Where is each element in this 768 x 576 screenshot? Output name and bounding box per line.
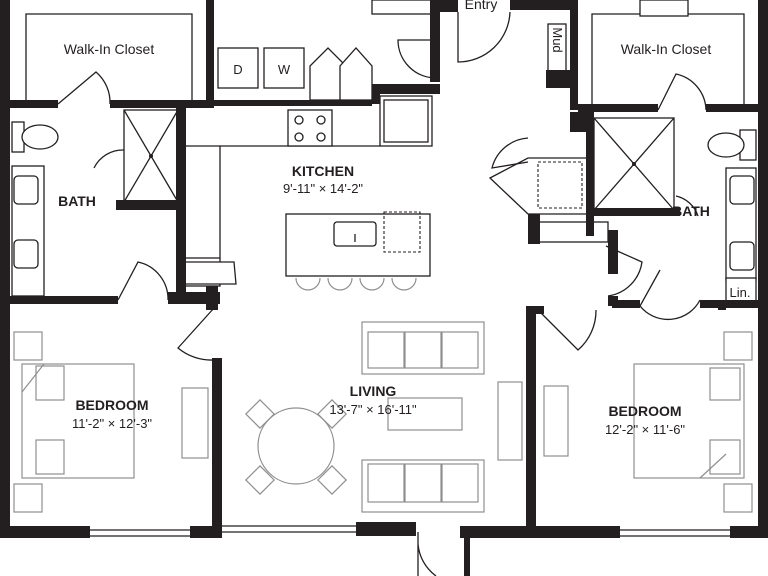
pantry — [371, 0, 435, 15]
room-label-bedroom-right: BEDROOM — [608, 403, 681, 419]
coffee-table — [387, 397, 463, 431]
nightstand — [13, 331, 43, 361]
toilet — [707, 132, 745, 158]
range — [287, 109, 333, 147]
washer-label: W — [278, 62, 291, 77]
closet-door — [57, 71, 111, 105]
bath-door — [117, 261, 169, 301]
bath-door — [639, 269, 701, 321]
closet-door — [657, 73, 707, 111]
bedroom-door — [539, 309, 597, 351]
room-label-walk-in-closet-left: Walk-In Closet — [64, 41, 155, 57]
furniture — [13, 277, 753, 513]
room-label-living: LIVING — [350, 383, 397, 399]
room-dims-bedroom-left: 11'-2" × 12'-3" — [72, 416, 152, 431]
room-label-bedroom-left: BEDROOM — [75, 397, 148, 413]
entry-door — [457, 11, 511, 63]
labels: Walk-In Closet Walk-In Closet Entry Mud … — [58, 0, 750, 437]
room-label-entry: Entry — [465, 0, 498, 12]
water-heater — [537, 161, 583, 209]
nightstand — [723, 331, 753, 361]
toilet — [21, 124, 59, 150]
dresser — [181, 387, 209, 459]
room-dims-living: 13'-7" × 16'-11" — [329, 402, 417, 417]
windows — [90, 525, 730, 537]
kitchen-island — [285, 213, 431, 277]
vanity — [11, 165, 45, 297]
sink — [13, 175, 39, 205]
pantry — [639, 0, 689, 17]
room-label-mud: Mud — [550, 27, 565, 52]
hall-shelf — [531, 221, 609, 243]
nightstand — [13, 483, 43, 513]
bed-right — [633, 363, 745, 479]
sink — [729, 241, 755, 271]
room-dims-bedroom-right: 12'-2" × 11'-6" — [605, 422, 685, 437]
room-label-walk-in-closet-right: Walk-In Closet — [621, 41, 712, 57]
hall-door — [605, 245, 643, 297]
sofa-top — [361, 321, 485, 375]
closet-shelf — [25, 13, 193, 100]
washer — [263, 47, 305, 89]
dryer-label: D — [233, 62, 242, 77]
sofa-bottom — [361, 459, 485, 513]
room-dims-kitchen: 9'-11" × 14'-2" — [283, 181, 363, 196]
bath-door — [93, 149, 125, 169]
mud-bench — [339, 47, 373, 101]
room-label-bath-right: BATH — [672, 203, 710, 219]
sink — [729, 175, 755, 205]
laundry-door — [397, 39, 437, 79]
dryer — [217, 47, 259, 89]
sink — [333, 221, 377, 247]
refrigerator — [379, 95, 433, 147]
room-label-kitchen: KITCHEN — [292, 163, 354, 179]
media-console — [497, 381, 523, 461]
room-label-linen: Lin. — [730, 285, 751, 300]
hall-door — [491, 137, 529, 169]
bar-stools — [295, 277, 417, 291]
nightstand — [723, 483, 753, 513]
dining-set — [245, 399, 347, 495]
bath-door — [675, 195, 699, 217]
doors — [57, 11, 707, 576]
room-label-bath-left: BATH — [58, 193, 96, 209]
kitchen-counter — [183, 145, 221, 258]
dishwasher — [383, 211, 421, 253]
vanity — [725, 167, 757, 281]
dresser — [543, 385, 569, 457]
bedroom-door — [177, 307, 215, 361]
bed-left — [21, 363, 135, 479]
patio-door — [417, 532, 437, 576]
pantry-door — [183, 261, 237, 285]
sink — [13, 239, 39, 269]
